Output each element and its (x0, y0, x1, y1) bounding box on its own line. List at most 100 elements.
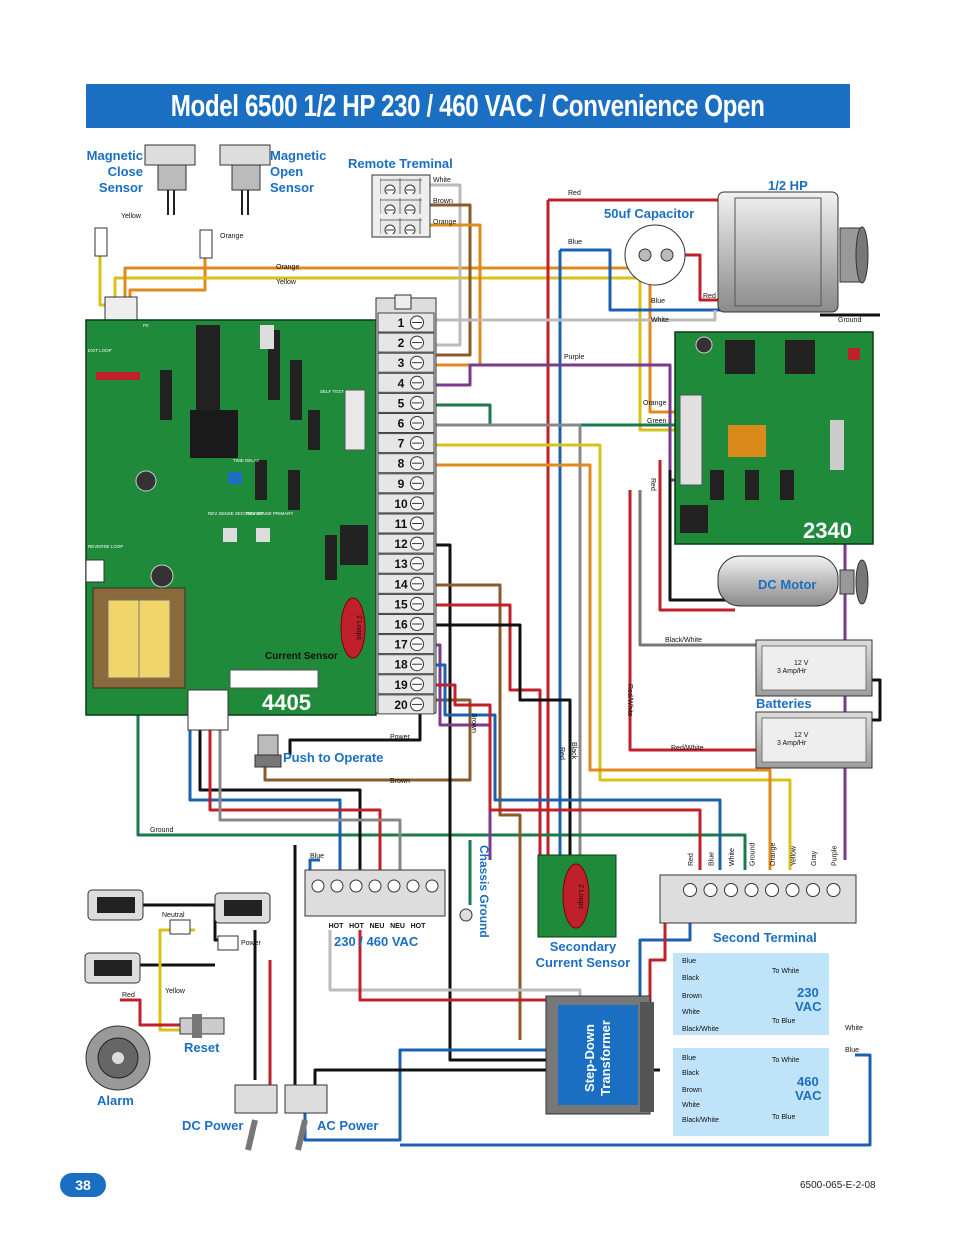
label-two-loops-main: 2 Loops (355, 615, 362, 640)
board-label-self-test: SELF TEST (320, 389, 344, 394)
label-chassis-ground: Chassis Ground (477, 845, 491, 938)
second-terminal-screw (785, 883, 800, 897)
wl-blue-460: Blue (845, 1047, 859, 1054)
terminal-1: 1 (377, 312, 435, 333)
ac-terminal-label: HOT (349, 923, 365, 930)
label-remote-terminal: Remote Treminal (348, 156, 453, 171)
label-secondary-current-2: Current Sensor (536, 955, 631, 970)
ac-terminal-label: NEU (390, 923, 405, 930)
terminal-16: 16 (377, 614, 435, 634)
terminal-number-9: 9 (398, 477, 405, 491)
page-number-badge: 38 (60, 1173, 106, 1197)
label-battery1-a: 3 Amp/Hr (777, 668, 807, 675)
terminal-number-6: 6 (398, 417, 405, 431)
wl-brown-vert: Brown (470, 713, 477, 733)
label-batteries: Batteries (756, 696, 812, 711)
board-label-reverse-loop: REVERSE LOOP (88, 544, 123, 549)
t230-lead-5: Black/White (682, 1026, 719, 1033)
t460-lead-4: White (682, 1102, 700, 1109)
board-label-p2: P2 (143, 323, 149, 328)
second-terminal-wire-label: Gray (811, 850, 818, 866)
terminal-number-7: 7 (398, 437, 405, 451)
step-down-transformer (545, 995, 654, 1115)
label-alarm: Alarm (97, 1093, 134, 1108)
board-4405 (85, 319, 377, 731)
terminal-number-13: 13 (394, 557, 408, 571)
terminal-12: 12 (377, 533, 435, 554)
board-label-rev-secondary: REV SENSE SECONDARY (208, 511, 263, 516)
wl-yellow-sensor: Yellow (121, 213, 142, 220)
document-code: 6500-065-E-2-08 (800, 1180, 876, 1191)
ac-terminal-screw (406, 879, 420, 893)
terminal-number-4: 4 (398, 376, 405, 390)
panel-460 (673, 1048, 829, 1136)
board-label-rev-primary: REV SENSE PRIMARY (246, 511, 293, 516)
ac-terminal-screw (349, 879, 363, 893)
terminal-19: 19 (377, 674, 435, 695)
label-230-vac-1: 230 (797, 985, 819, 1000)
label-current-sensor: Current Sensor (265, 651, 338, 662)
terminal-18: 18 (377, 654, 435, 675)
wl-ground-bottom: Ground (150, 827, 173, 834)
wl-green-2340: Green (647, 418, 667, 425)
terminal-number-3: 3 (398, 356, 405, 370)
half-hp-motor (717, 191, 869, 313)
wl-power: Power (390, 734, 411, 741)
t230-lead-1: Blue (682, 958, 696, 965)
label-battery1-v: 12 V (794, 660, 809, 667)
t230-lead-4: White (682, 1009, 700, 1016)
wl-blue-motor: Blue (568, 239, 582, 246)
terminal-3: 3 (377, 352, 435, 373)
terminal-10: 10 (377, 493, 435, 514)
label-open-sensor-1: Magnetic (270, 148, 326, 163)
wl-orange-2340: Orange (643, 400, 666, 407)
transformer-460-leads: Blue Black Brown White Black/White To Wh… (682, 1055, 799, 1124)
label-second-terminal: Second Terminal (713, 930, 817, 945)
terminal-number-10: 10 (394, 497, 408, 511)
second-terminal-screw (703, 883, 718, 897)
ac-terminal-screw (330, 879, 344, 893)
wl-blue-cap: Blue (651, 298, 665, 305)
t460-lead-5: Black/White (682, 1117, 719, 1124)
label-battery2-v: 12 V (794, 732, 809, 739)
terminal-5: 5 (377, 392, 435, 413)
reset-button (179, 1014, 225, 1038)
label-230-vac-2: VAC (795, 999, 822, 1014)
magnetic-close-sensor (94, 144, 196, 257)
terminal-number-1: 1 (398, 316, 405, 330)
wl-black-vert: Black (570, 742, 577, 760)
board-small-labels: EXIT LOOP SELF TEST TIME DELAY REV SENSE… (88, 323, 344, 549)
terminal-number-12: 12 (394, 537, 408, 551)
wl-yellow-bus: Yellow (276, 279, 297, 286)
terminal-15: 15 (377, 593, 435, 614)
terminal-4: 4 (377, 372, 435, 393)
component-labels: Magnetic Close Sensor Magnetic Open Sens… (87, 148, 852, 1133)
label-board-2340: 2340 (803, 518, 852, 543)
terminal-7: 7 (377, 433, 435, 454)
wl-black-white-batt: Black/White (665, 637, 702, 644)
terminal-6: 6 (377, 413, 435, 433)
second-terminal-wire-label: Purple (832, 846, 839, 866)
page-title: Model 6500 1/2 HP 230 / 460 VAC / Conven… (171, 88, 765, 123)
terminal-number-14: 14 (394, 577, 408, 591)
terminal-9: 9 (377, 473, 435, 494)
label-transformer-2: Transformer (598, 1020, 613, 1096)
wl-red-white-vert: Red/White (626, 684, 633, 717)
label-battery2-a: 3 Amp/Hr (777, 740, 807, 747)
dc-motor (717, 555, 869, 607)
label-230-460-vac: 230 / 460 VAC (334, 934, 419, 949)
wl-brown-remote: Brown (433, 198, 453, 205)
wl-red-alarm: Red (122, 992, 135, 999)
terminal-20: 20 (377, 694, 435, 715)
terminal-number-8: 8 (398, 457, 405, 471)
wl-red-2340: Red (649, 478, 656, 491)
wl-ground-motor: Ground (838, 317, 861, 324)
ac-terminal-screw (425, 879, 439, 893)
second-terminal-wire-label: Yellow (791, 845, 798, 866)
terminal-number-2: 2 (398, 336, 405, 350)
t460-to-white: To White (772, 1057, 799, 1064)
magnetic-open-sensor (199, 144, 271, 259)
